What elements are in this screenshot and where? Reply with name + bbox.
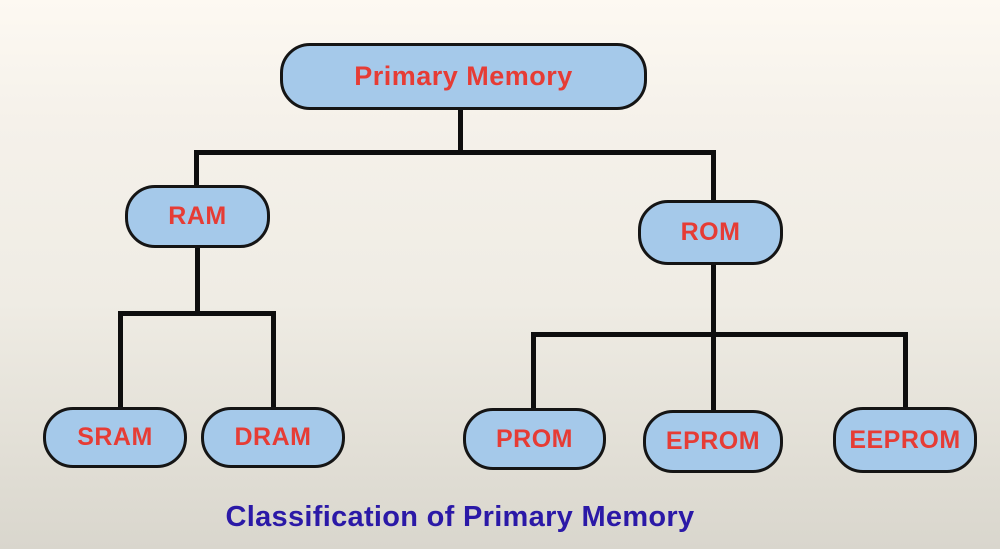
edge-drop-to-prom xyxy=(531,332,536,411)
node-dram: DRAM xyxy=(201,407,345,468)
edge-level1-horizontal xyxy=(194,150,716,155)
node-label-eeprom: EEPROM xyxy=(849,425,961,454)
node-rom: ROM xyxy=(638,200,783,265)
node-ram: RAM xyxy=(125,185,270,248)
node-label-eprom: EPROM xyxy=(665,427,761,455)
node-eeprom: EEPROM xyxy=(833,407,977,473)
node-prom: PROM xyxy=(463,408,606,470)
node-label-rom: ROM xyxy=(680,218,741,246)
edge-drop-to-eeprom xyxy=(903,332,908,410)
edge-ram-children-horizontal xyxy=(118,311,276,316)
node-label-prom: PROM xyxy=(496,424,573,453)
node-label-primary-memory: Primary Memory xyxy=(354,61,573,91)
edge-primary-trunk-vertical xyxy=(458,108,463,153)
node-label-ram: RAM xyxy=(168,202,227,230)
node-sram: SRAM xyxy=(43,407,187,468)
edge-rom-children-horizontal xyxy=(531,332,908,337)
edge-rom-trunk-vertical xyxy=(711,263,716,413)
edge-drop-to-sram xyxy=(118,311,123,410)
node-label-sram: SRAM xyxy=(77,423,153,451)
diagram-title: Classification of Primary Memory xyxy=(225,501,695,533)
node-primary-memory: Primary Memory xyxy=(280,43,647,110)
node-eprom: EPROM xyxy=(643,410,783,473)
node-label-dram: DRAM xyxy=(234,423,312,451)
edge-ram-trunk-vertical xyxy=(195,246,200,314)
edge-drop-to-ram xyxy=(194,150,199,188)
edge-drop-to-dram xyxy=(271,311,276,410)
edge-drop-to-rom xyxy=(711,150,716,203)
